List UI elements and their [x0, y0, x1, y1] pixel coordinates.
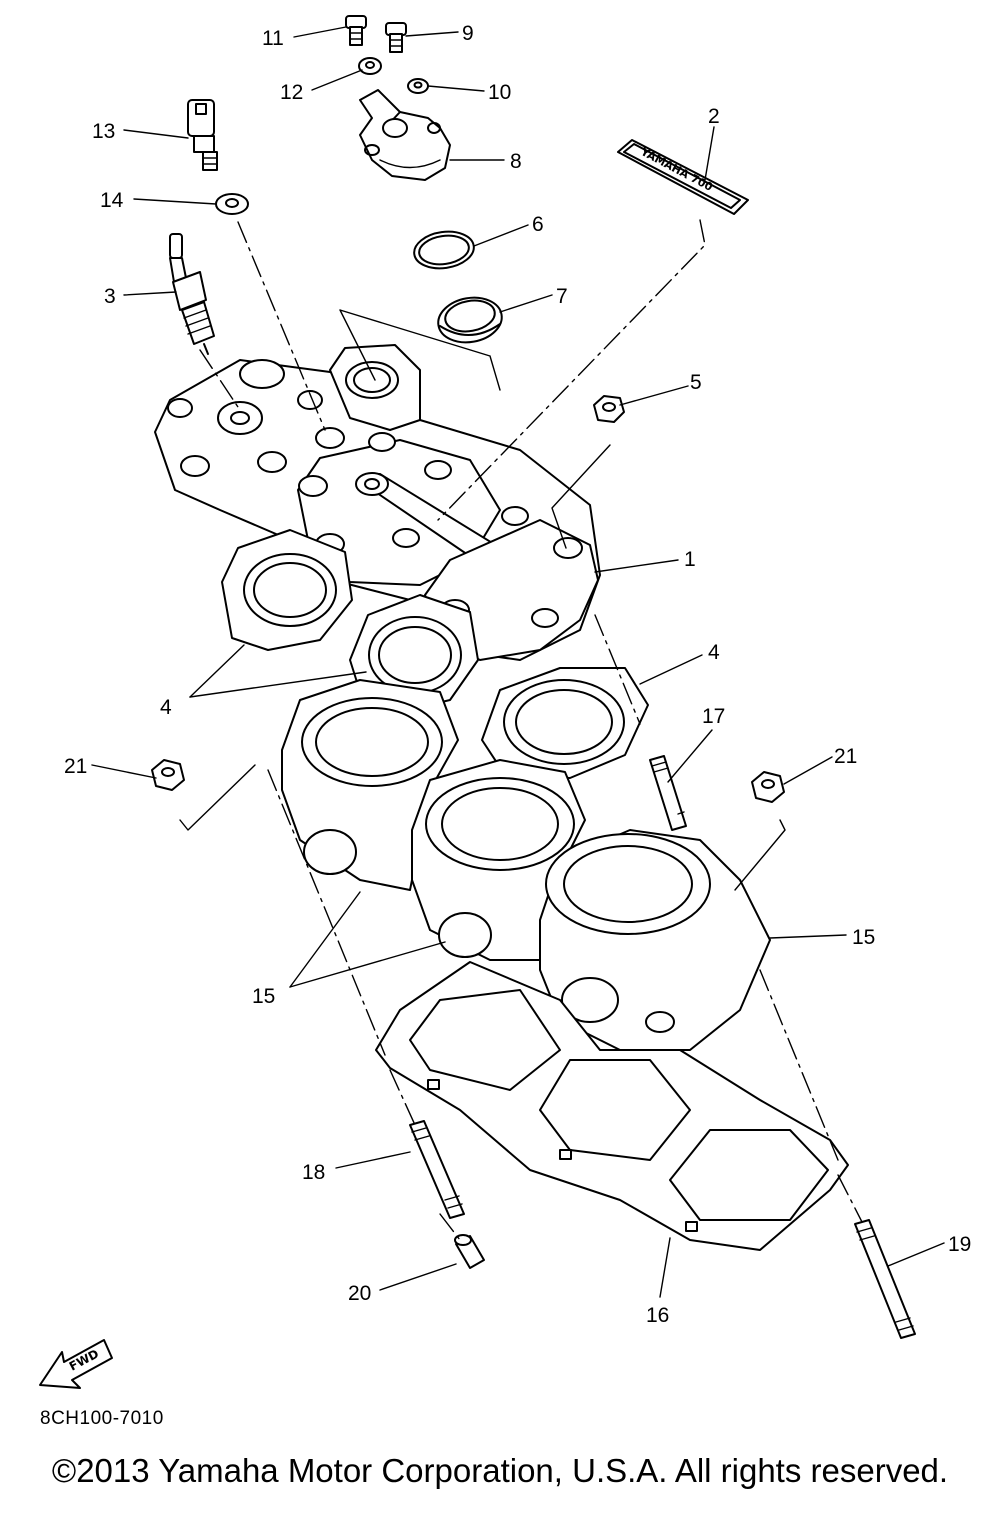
part-nut-21-left: [151, 759, 185, 791]
callout-13: 13: [92, 120, 115, 143]
callout-8: 8: [510, 150, 522, 173]
callout-1: 1: [684, 548, 696, 571]
callout-14: 14: [100, 189, 124, 212]
part-cover-8: [359, 89, 451, 181]
callout-11: 11: [262, 27, 284, 50]
part-stud-19: [854, 1219, 916, 1339]
callout-4-right: 4: [708, 641, 720, 664]
callout-20: 20: [348, 1282, 371, 1305]
callout-10: 10: [488, 81, 511, 104]
callout-6: 6: [532, 213, 544, 236]
callout-5: 5: [690, 371, 702, 394]
part-washer-12: [358, 57, 382, 75]
part-dowel-20: [454, 1234, 485, 1269]
part-cylinder-15b: [411, 759, 586, 961]
callout-15-left: 15: [252, 985, 275, 1008]
part-o-ring-6: [413, 230, 475, 270]
callout-18: 18: [302, 1161, 325, 1184]
part-stud-18: [409, 1120, 465, 1219]
part-spark-plug-3: [169, 233, 215, 355]
callout-21-right: 21: [834, 745, 857, 768]
part-decal-2: YAMAHA 700: [617, 139, 749, 215]
part-head-gasket-4c: [481, 667, 649, 779]
callout-17: 17: [702, 705, 725, 728]
callout-labels: 11 9 12 10 13 8 2 14 6 3 7 5 1 4 4 17 21…: [64, 22, 971, 1327]
callout-2: 2: [708, 105, 720, 128]
diagram-code: 8CH100-7010: [40, 1408, 164, 1429]
part-bolt-9: [385, 22, 407, 53]
callout-4-left: 4: [160, 696, 172, 719]
part-bolt-11: [345, 15, 367, 46]
part-washer-10: [407, 78, 429, 94]
callout-21-left: 21: [64, 755, 87, 778]
callout-3: 3: [104, 285, 116, 308]
copyright-notice: ©2013 Yamaha Motor Corporation, U.S.A. A…: [51, 1452, 949, 1489]
callout-7: 7: [556, 285, 568, 308]
part-head-gasket-4a: [221, 529, 353, 651]
part-seal-7: [437, 296, 503, 344]
callout-16: 16: [646, 1304, 669, 1327]
part-stud-17: [649, 755, 687, 831]
part-nut-5: [593, 395, 625, 423]
callout-15-right: 15: [852, 926, 875, 949]
callout-19: 19: [948, 1233, 971, 1256]
part-sensor-13: [187, 99, 218, 171]
part-washer-14: [215, 193, 249, 215]
callout-9: 9: [462, 22, 474, 45]
fwd-arrow-icon: FWD: [39, 1339, 113, 1389]
callout-12: 12: [280, 81, 303, 104]
part-nut-21-right: [751, 771, 785, 803]
assembly-lines: [179, 219, 863, 1241]
part-base-gasket-16: [375, 961, 849, 1251]
leader-lines: [91, 26, 945, 1298]
